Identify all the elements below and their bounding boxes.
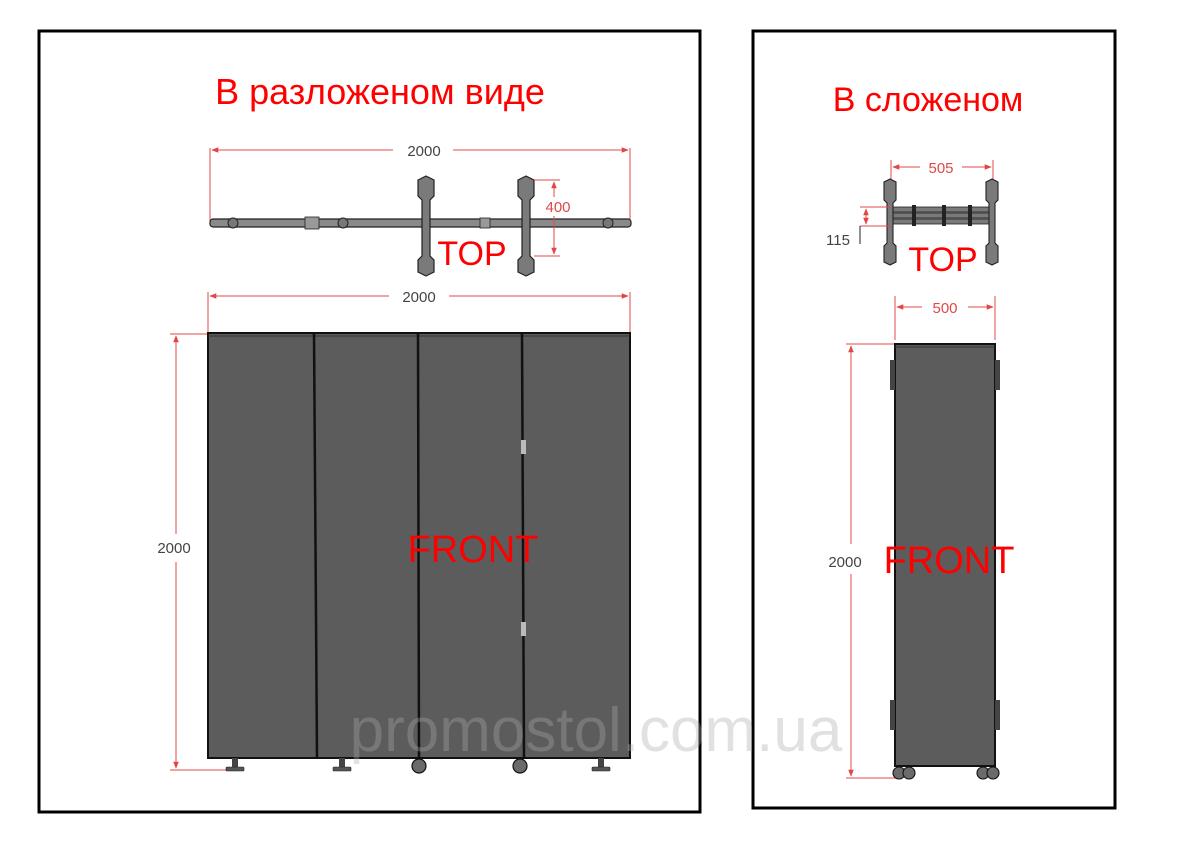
unfolded-front-label: FRONT <box>408 529 539 571</box>
folded-front-width: 500 <box>932 300 957 317</box>
unfolded-top-width: 2000 <box>407 143 440 160</box>
folded-front-view: 500 2000 FRONT <box>828 296 1015 780</box>
unfolded-top-depth: 400 <box>545 199 570 216</box>
unfolded-top-label: TOP <box>437 235 506 273</box>
folded-top-width: 505 <box>928 160 953 177</box>
folded-front-height: 2000 <box>828 554 861 571</box>
folded-title: В сложеном <box>833 81 1024 119</box>
watermark: promostol.com.ua <box>350 696 843 765</box>
folded-top-depth: 115 <box>826 232 850 249</box>
unfolded-front-view: 2000 2000 FRONT <box>157 289 631 774</box>
folded-top-label: TOP <box>908 241 977 279</box>
folded-front-label: FRONT <box>884 540 1015 582</box>
unfolded-top-view: 2000 400 TOP <box>209 143 632 277</box>
unfolded-frame <box>37 29 702 814</box>
folded-frame <box>751 29 1117 810</box>
unfolded-title: В разложеном виде <box>215 71 545 112</box>
unfolded-front-height: 2000 <box>157 540 190 557</box>
unfolded-front-width: 2000 <box>402 289 435 306</box>
folded-top-view: 505 115 TOP <box>826 160 999 279</box>
